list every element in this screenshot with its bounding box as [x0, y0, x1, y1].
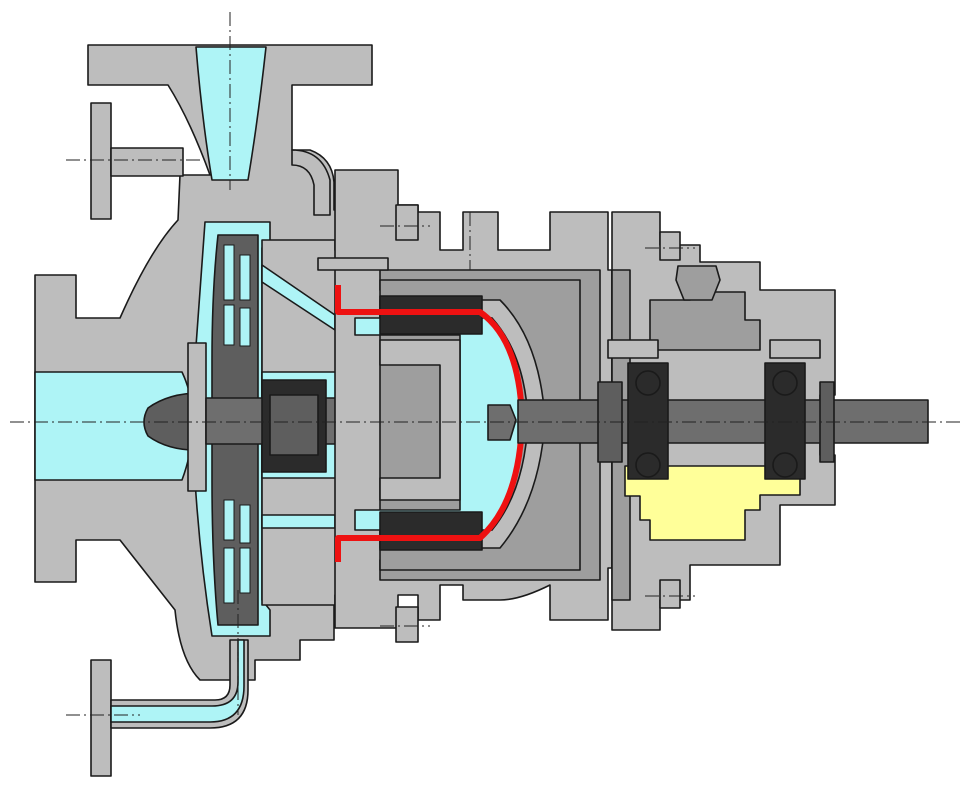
upper-pipe-flange: [90, 102, 184, 220]
magnet-housing: [334, 169, 613, 629]
flange-bolts: [317, 204, 821, 643]
ball-bearings: [627, 362, 806, 480]
vent-tube: [291, 149, 331, 216]
oil-fill-plug: [675, 265, 721, 301]
lower-drain-pipe: [90, 639, 249, 777]
centerlines: [10, 12, 960, 716]
drive-shaft: [517, 399, 929, 444]
wear-ring: [187, 342, 207, 492]
